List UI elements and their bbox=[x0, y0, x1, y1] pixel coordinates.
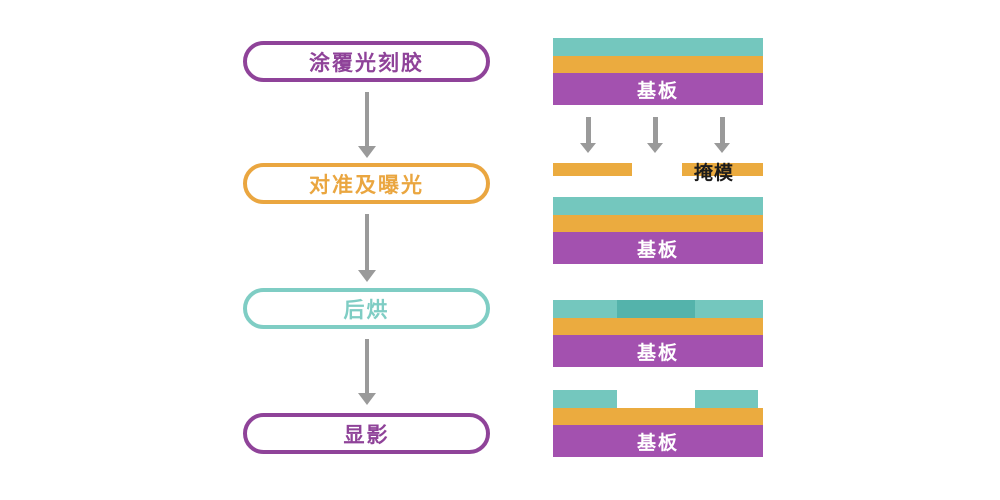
stack-postbake: 基板 bbox=[553, 300, 763, 367]
substrate-layer: 基板 bbox=[553, 73, 763, 105]
resist-segment-left bbox=[553, 390, 617, 408]
substrate-layer: 基板 bbox=[553, 232, 763, 264]
substrate-label: 基板 bbox=[636, 432, 679, 454]
exposure-light-arrow-icon bbox=[714, 117, 730, 153]
arrow-shaft bbox=[365, 214, 369, 270]
arrow-shaft bbox=[719, 117, 725, 143]
substrate-layer: 基板 bbox=[553, 425, 763, 457]
down-arrow-icon bbox=[358, 92, 376, 158]
photoresist-layer bbox=[553, 38, 763, 56]
exposure-light-arrow-icon bbox=[580, 117, 596, 153]
arrow-shaft bbox=[652, 117, 658, 143]
arrow-head bbox=[580, 143, 596, 153]
arrow-head bbox=[358, 270, 376, 282]
flow-step-coat-photoresist: 涂覆光刻胶 bbox=[243, 41, 490, 82]
film-layer bbox=[553, 56, 763, 73]
substrate-label: 基板 bbox=[636, 80, 679, 102]
stack-exposed: 基板 bbox=[553, 197, 763, 264]
mask-bar-right bbox=[682, 163, 763, 176]
film-layer bbox=[553, 215, 763, 232]
film-layer bbox=[553, 318, 763, 335]
mask-bar-left bbox=[553, 163, 632, 176]
film-layer bbox=[553, 408, 763, 425]
flow-step-postbake-label: 后烘 bbox=[343, 298, 390, 322]
exposure-light-arrow-icon bbox=[647, 117, 663, 153]
flow-step-align-expose: 对准及曝光 bbox=[243, 163, 490, 204]
arrow-head bbox=[358, 146, 376, 158]
stack-coated: 基板 bbox=[553, 38, 763, 105]
flow-step-develop: 显影 bbox=[243, 413, 490, 454]
down-arrow-icon bbox=[358, 339, 376, 405]
flow-step-develop-label: 显影 bbox=[343, 423, 390, 447]
photoresist-layer bbox=[553, 300, 763, 318]
arrow-head bbox=[714, 143, 730, 153]
stack-developed: 基板 bbox=[553, 390, 763, 457]
photoresist-layer bbox=[553, 197, 763, 215]
substrate-label: 基板 bbox=[636, 239, 679, 261]
substrate-layer: 基板 bbox=[553, 335, 763, 367]
photoresist-layer-with-gap bbox=[553, 390, 763, 408]
resist-segment-right bbox=[695, 390, 758, 408]
down-arrow-icon bbox=[358, 214, 376, 282]
flow-step-coat-label: 涂覆光刻胶 bbox=[309, 51, 424, 75]
substrate-label: 基板 bbox=[636, 342, 679, 364]
arrow-head bbox=[358, 393, 376, 405]
mask-label: 掩模 bbox=[694, 163, 735, 184]
arrow-shaft bbox=[585, 117, 591, 143]
flow-step-postbake: 后烘 bbox=[243, 288, 490, 329]
arrow-head bbox=[647, 143, 663, 153]
arrow-shaft bbox=[365, 92, 369, 146]
exposed-resist-segment bbox=[617, 300, 695, 318]
arrow-shaft bbox=[365, 339, 369, 393]
flow-step-expose-label: 对准及曝光 bbox=[309, 173, 424, 197]
